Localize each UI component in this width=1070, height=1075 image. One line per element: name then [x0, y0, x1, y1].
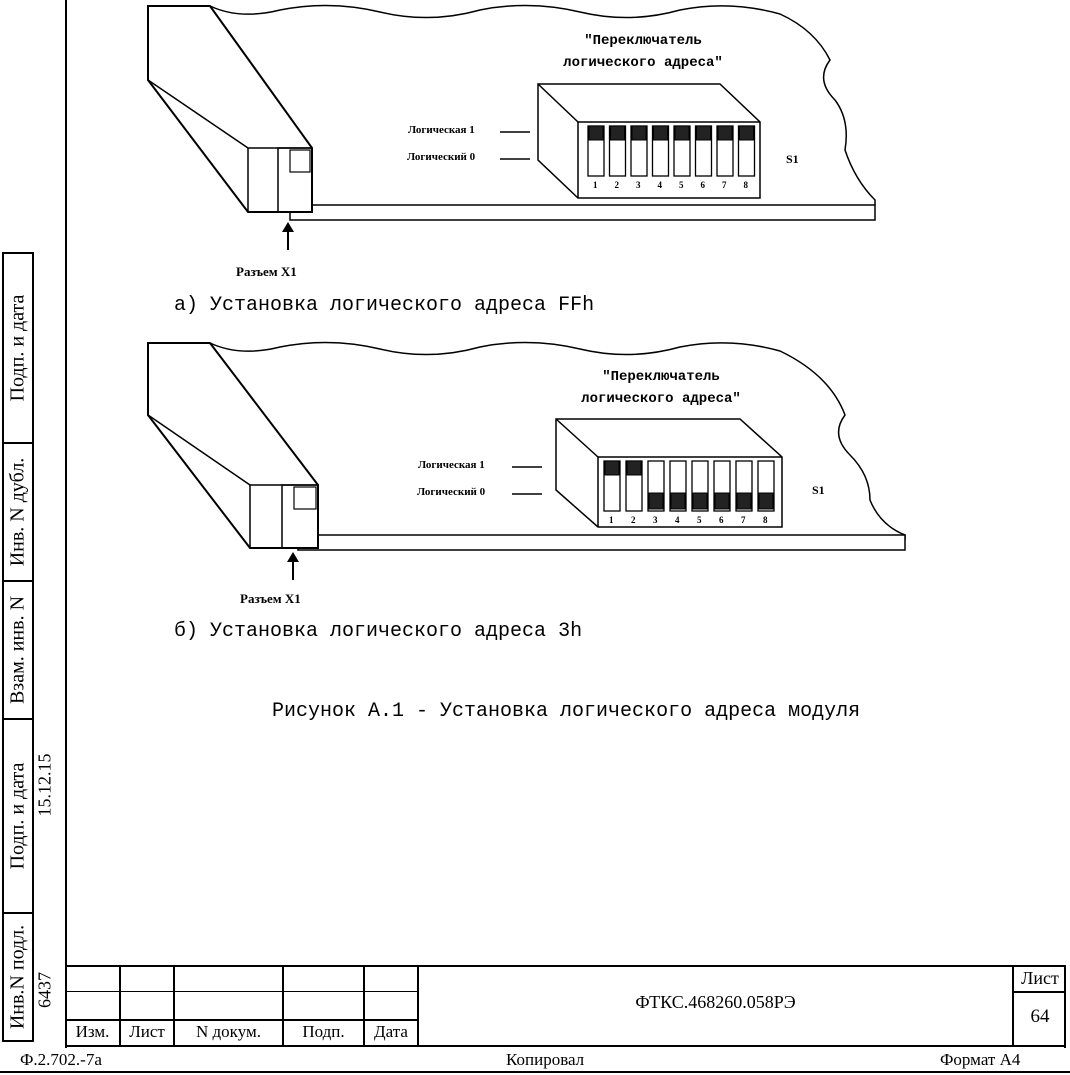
- figure-a-switch-lever-1: [588, 125, 604, 141]
- figure-b-switch-number-7: 7: [741, 515, 746, 525]
- figure-b-switch-number-1: 1: [609, 515, 614, 525]
- figure-b-switch-name: S1: [812, 483, 825, 497]
- figure-a-title-line1: "Переключатель: [584, 33, 702, 49]
- figure-a-switch-name: S1: [786, 152, 799, 166]
- board-outline: [150, 4, 876, 205]
- figure-a-switch-number-2: 2: [615, 180, 620, 190]
- figure-a-switch-number-1: 1: [593, 180, 598, 190]
- tb-vline-4: [363, 965, 365, 1047]
- stamp-cell-inv-podl: Инв.N подл.: [4, 914, 32, 1040]
- figure-b-switch-lever-4: [670, 492, 686, 510]
- figure-a-switch-lever-2: [610, 125, 625, 141]
- figure-b-title-line1: "Переключатель: [602, 369, 720, 385]
- stamp-inv-value: 6437: [34, 950, 56, 1030]
- tb-sheet-label: Лист: [1021, 968, 1059, 988]
- figure-a-connector-label: Разъем Х1: [236, 264, 297, 279]
- figure-a-switch-number-8: 8: [744, 180, 749, 190]
- tb-col-izm: Изм.: [75, 1022, 110, 1041]
- tb-col-podp: Подп.: [302, 1022, 345, 1041]
- figure-b-switch-number-3: 3: [653, 515, 658, 525]
- board-plate-b: [297, 534, 906, 551]
- tb-vline-3: [282, 965, 284, 1047]
- tb-vline-2: [173, 965, 175, 1047]
- tb-vline-1: [119, 965, 121, 1047]
- figure-a-switch-lever-3: [631, 125, 647, 141]
- figure-a-switch-number-4: 4: [658, 180, 663, 190]
- figure-b-switch-number-2: 2: [631, 515, 636, 525]
- board-outline-b: [150, 341, 906, 540]
- figure-b-switch-number-6: 6: [719, 515, 724, 525]
- figure-a-switch-lever-6: [696, 125, 711, 141]
- figure-a-switch-number-6: 6: [701, 180, 706, 190]
- figure-b-switch-number-4: 4: [675, 515, 680, 525]
- footer-format: Формат А4: [940, 1050, 1021, 1069]
- tb-col-list: Лист: [129, 1022, 165, 1041]
- figure-b-switch-lever-1: [604, 460, 620, 476]
- figure-b-label-logic1: Логическая 1: [418, 459, 485, 471]
- footer-line: [0, 1071, 1070, 1073]
- figure-b-caption: б) Установка логического адреса 3h: [174, 620, 583, 643]
- stamp-cell-vzam-inv: Взам. инв. N: [4, 582, 32, 720]
- tb-col-data: Дата: [374, 1022, 408, 1041]
- figure-a-switch-lever-5: [674, 125, 690, 141]
- tb-sheet-number: 64: [1030, 1006, 1050, 1027]
- tb-hline-2: [66, 1019, 418, 1021]
- figure-a-switch-number-5: 5: [679, 180, 684, 190]
- figure-b-switch-lever-5: [692, 492, 708, 510]
- stamp-label-inv-podl: Инв.N подл.: [6, 924, 29, 1030]
- stamp-date-value: 15.12.15: [34, 730, 56, 840]
- figure-a-switch-title: "Переключатель логического адреса": [538, 30, 748, 74]
- stamp-cell-podp-data: Подп. и дата: [4, 720, 32, 914]
- stamp-cell-inv-dubl: Инв. N дубл.: [4, 444, 32, 582]
- figure-a-label-logic0: Логический 0: [407, 151, 476, 163]
- tb-hline-1: [66, 991, 418, 992]
- figure-a-switch-number-7: 7: [722, 180, 727, 190]
- switch-levers-b: 1 2 3 4 5 6 7 8: [603, 460, 775, 525]
- tb-col-ndok: N докум.: [196, 1022, 261, 1041]
- figure-a-caption: а) Установка логического адреса FFh: [174, 294, 595, 317]
- figure-b-switch-title: "Переключатель логического адреса": [556, 366, 766, 410]
- figure-caption: Рисунок А.1 - Установка логического адре…: [272, 700, 861, 723]
- figure-b-label-logic0: Логический 0: [417, 486, 486, 498]
- tb-hline-sheet: [1012, 991, 1066, 993]
- tb-vline-5: [417, 965, 419, 1047]
- figure-a-title-line2: логического адреса": [563, 55, 723, 71]
- connector-x1-b: [147, 342, 319, 549]
- footer-copied: Копировал: [506, 1050, 585, 1069]
- figure-b-switch-number-5: 5: [697, 515, 702, 525]
- figure-a-switch-lever-7: [717, 125, 733, 141]
- figure-a-switch-number-3: 3: [636, 180, 641, 190]
- tb-doc-code: ФТКС.468260.058РЭ: [635, 992, 796, 1012]
- figure-b-switch-lever-6: [714, 492, 730, 510]
- figure-b-switch-lever-8: [758, 492, 774, 510]
- stamp-inv-text: 6437: [34, 972, 55, 1008]
- figure-b-drawing: 1 2 3 4 5 6 7 8: [147, 341, 906, 580]
- side-stamp: Подп. и дата Инв. N дубл. Взам. инв. N П…: [2, 252, 34, 1042]
- stamp-cell-podp-data-top: Подп. и дата: [4, 254, 32, 444]
- figure-b-switch-number-8: 8: [763, 515, 768, 525]
- switch-levers-a: 1 2 3 4 5 6 7 8: [587, 125, 756, 190]
- tb-vline-6: [1012, 965, 1014, 1047]
- stamp-date-text: 15.12.15: [34, 753, 55, 817]
- figure-a-switch-lever-8: [739, 125, 754, 141]
- stamp-label-podp-data: Подп. и дата: [6, 762, 29, 870]
- figure-b-connector-label: Разъем Х1: [240, 591, 301, 606]
- board-plate: [289, 204, 876, 221]
- frame-right-line: [1064, 965, 1066, 1048]
- figure-a-drawing: 1 2 3 4 5 6 7 8: [147, 4, 876, 250]
- figure-b-switch-lever-2: [626, 460, 642, 476]
- title-block: [66, 965, 1066, 1047]
- figure-a-label-logic1: Логическая 1: [408, 124, 475, 136]
- figure-b-switch-lever-7: [736, 492, 752, 510]
- frame-left-line: [65, 0, 67, 1048]
- footer-form: Ф.2.702.-7а: [20, 1050, 102, 1069]
- connector-x1: [147, 5, 313, 213]
- figure-b-title-line2: логического адреса": [581, 391, 741, 407]
- figure-a-switch-lever-4: [653, 125, 668, 141]
- figure-b-switch-lever-3: [648, 492, 664, 510]
